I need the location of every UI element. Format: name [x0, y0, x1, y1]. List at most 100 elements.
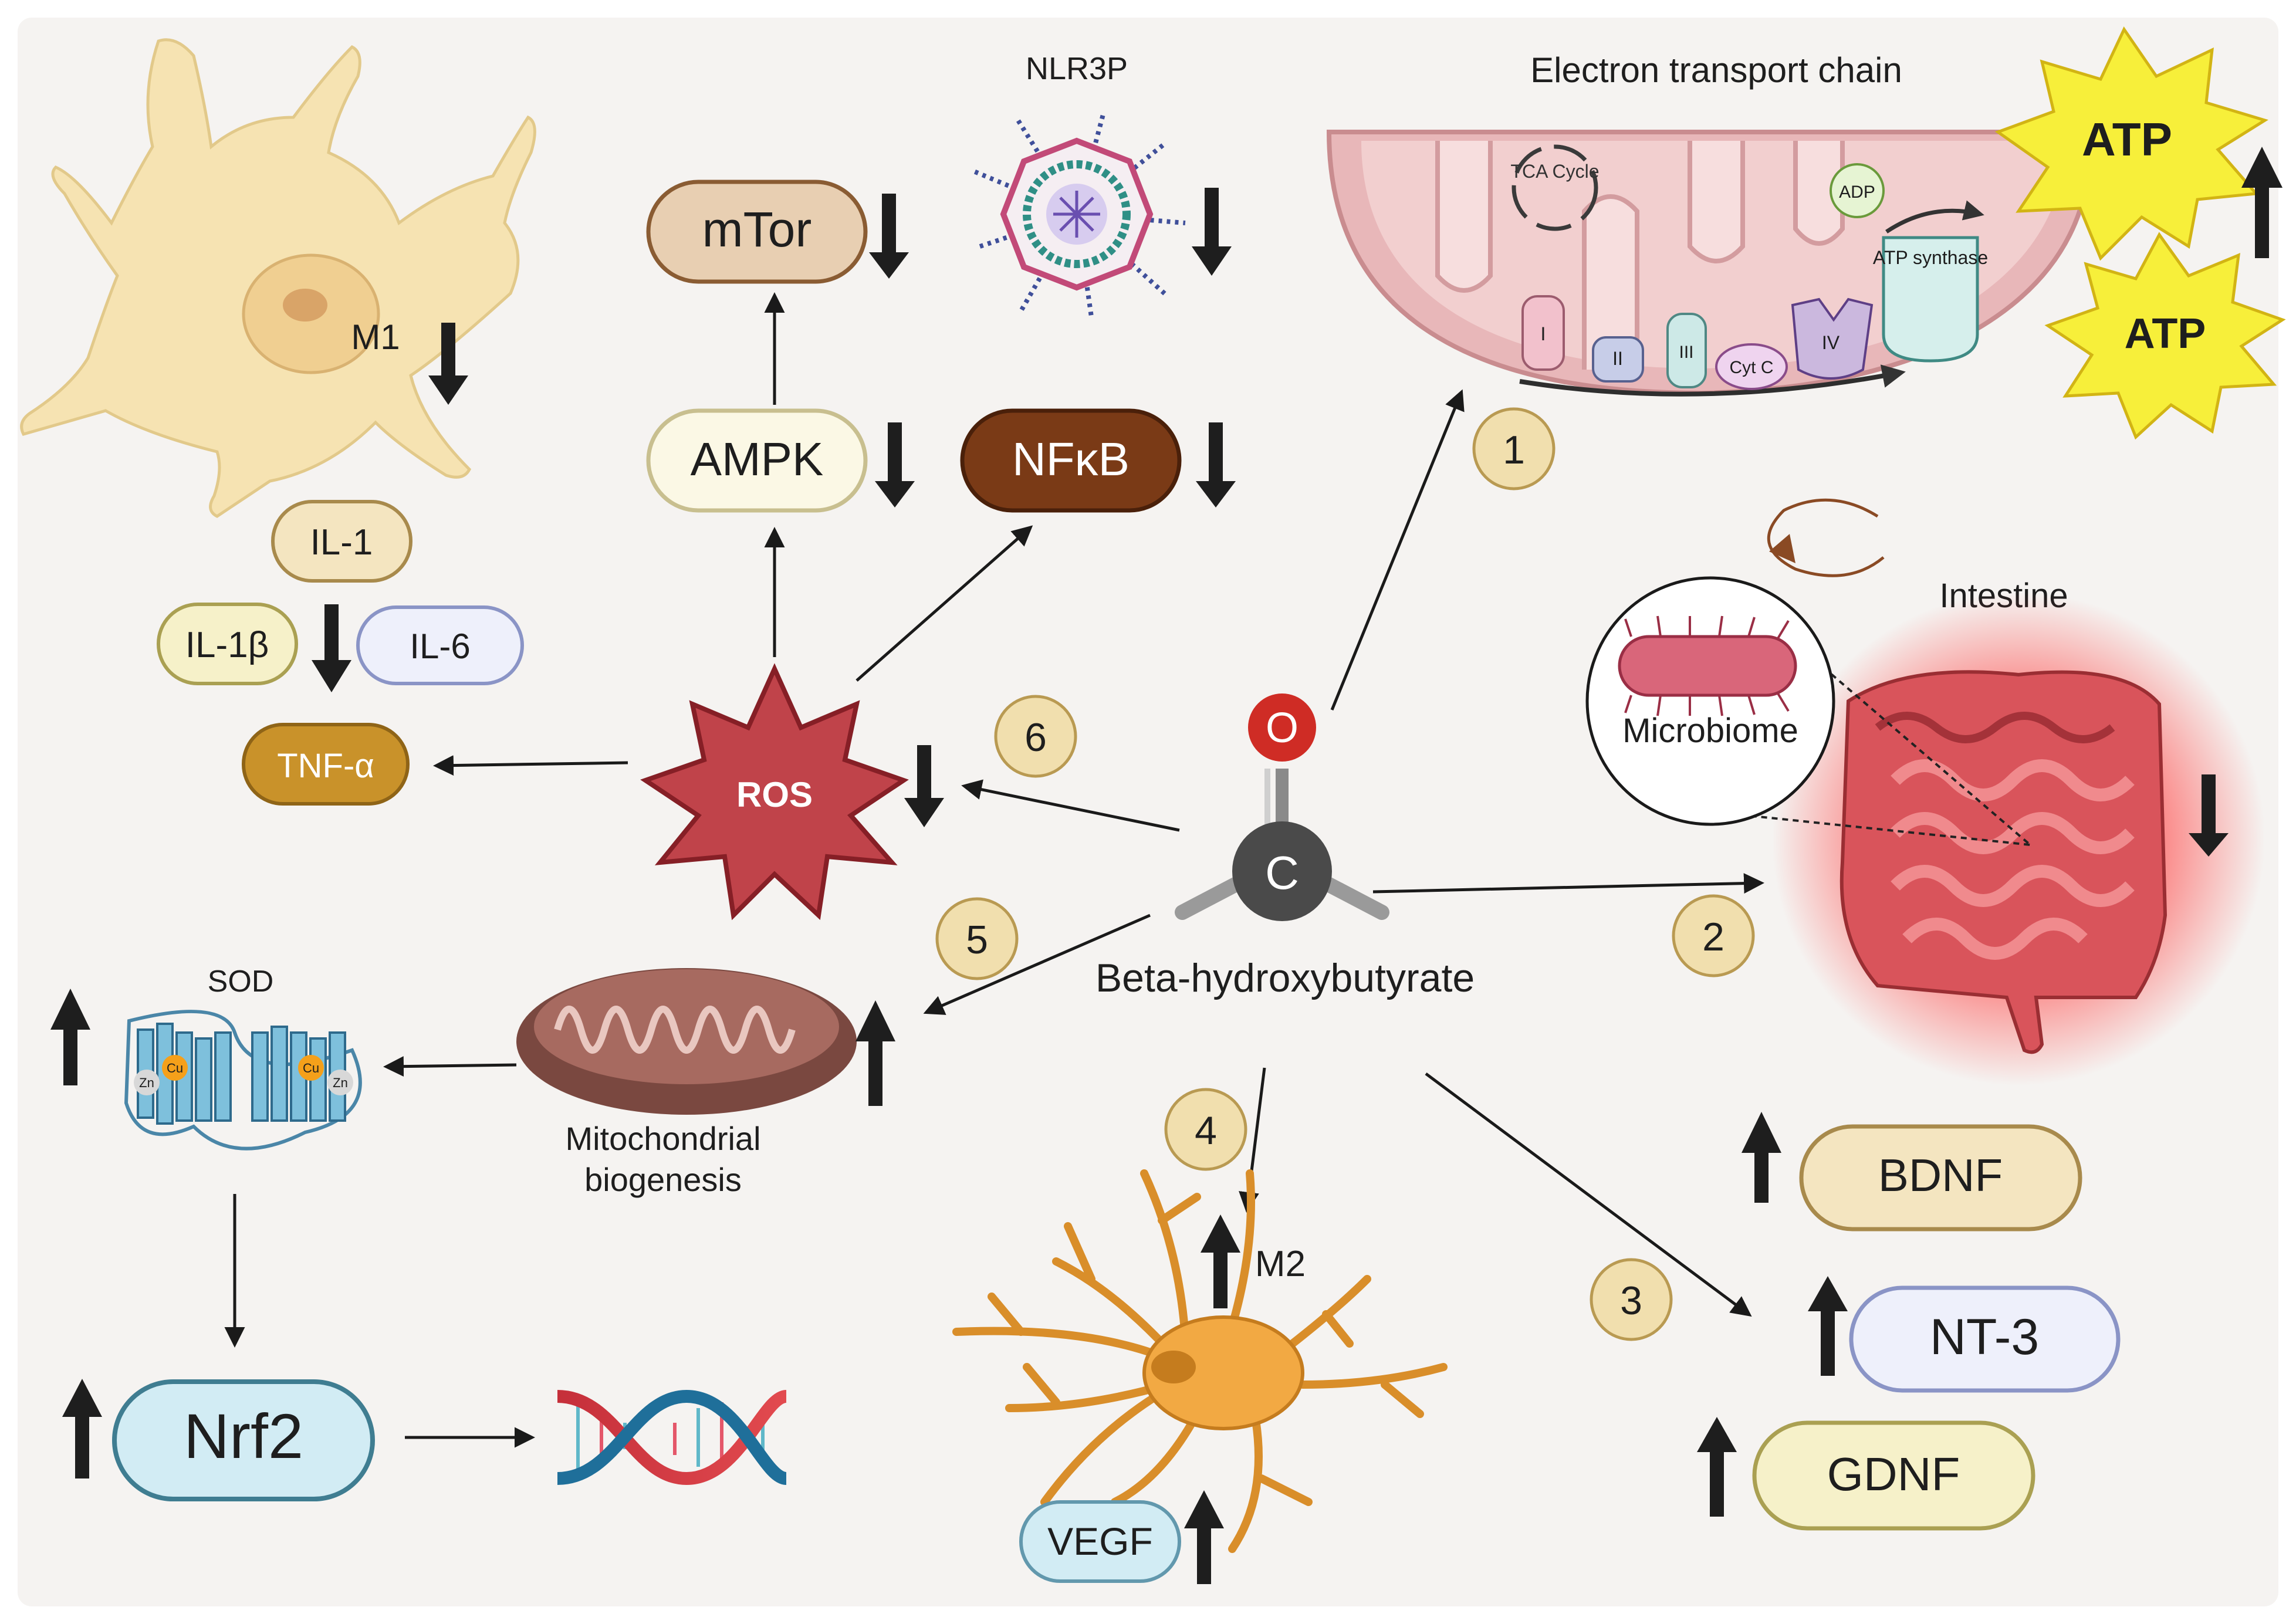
nrf2-label: Nrf2 [184, 1400, 303, 1471]
mito-label-1: Mitochondrial [565, 1120, 760, 1157]
complex-1-label: I [1541, 323, 1546, 344]
cu-label-left: Cu [167, 1061, 183, 1075]
step-1-label: 1 [1503, 428, 1525, 472]
sod-up-arrow [50, 989, 90, 1085]
complex-3 [1666, 313, 1707, 388]
adp-label: ADP [1839, 182, 1875, 202]
mito-label-2: biogenesis [584, 1161, 742, 1198]
neurotrophic-pills: BDNF NT-3 GDNF [1752, 1124, 2121, 1531]
oxygen-atom [1248, 693, 1316, 762]
arrow-ros-to-nfkb [855, 525, 1033, 682]
ampk-down-arrow [875, 422, 915, 508]
tca-cycle: TCA Cycle [1510, 144, 1600, 231]
step-2-label: 2 [1702, 915, 1724, 959]
m2-cell-body [1142, 1315, 1304, 1430]
adp-molecule [1830, 163, 1885, 218]
atp-star-1 [1994, 26, 2269, 261]
ros-down-arrow [904, 745, 944, 827]
il1-pill [271, 500, 412, 583]
gdnf-label: GDNF [1827, 1448, 1960, 1500]
sod-label: SOD [208, 965, 274, 999]
etc-up-arrow [2241, 147, 2283, 258]
m1-down-arrow [428, 323, 468, 405]
bdnf-label: BDNF [1878, 1149, 2003, 1201]
ampk-label: AMPK [691, 433, 824, 485]
nt3-pill [1849, 1285, 2121, 1393]
arrow-mito-to-sod [383, 1056, 517, 1077]
microbiome-label: Microbiome [1622, 712, 1798, 750]
m1-label: M1 [351, 317, 400, 357]
m2-label: M2 [1255, 1244, 1306, 1284]
neurotrophic-up-arrows [1697, 1112, 1848, 1517]
cytc-label: Cyt C [1730, 358, 1774, 377]
step-badge-5 [935, 897, 1019, 980]
mtor-label: mTor [702, 202, 812, 257]
complex-3-label: III [1679, 343, 1693, 362]
mtor-pill [646, 180, 868, 284]
nt3-label: NT-3 [1930, 1309, 2039, 1365]
m2-nucleus [1151, 1351, 1196, 1383]
arrow-to-ros [961, 779, 1180, 832]
pathway-arrows [224, 292, 1764, 1448]
gdnf-pill [1752, 1420, 2035, 1531]
vegf-pill [1019, 1500, 1181, 1583]
step-6-label: 6 [1024, 715, 1047, 760]
cytochrome-c [1715, 343, 1788, 390]
bhb-molecule: O C [1175, 693, 1389, 921]
atp-synthase [1882, 236, 1979, 363]
step-badge-6 [994, 695, 1077, 778]
tca-label: TCA Cycle [1510, 161, 1599, 182]
cu-label-right: Cu [303, 1061, 319, 1075]
tnfa-pill [242, 723, 410, 806]
ampk-pill [646, 408, 868, 513]
il1b-label: IL-1β [185, 625, 269, 665]
carbon-atom [1232, 821, 1332, 921]
atp-star-2 [2044, 232, 2286, 440]
atp-2-label: ATP [2125, 310, 2206, 357]
nlrp3-down-arrow [1192, 188, 1232, 276]
il1b-pill [157, 603, 298, 685]
background-panel [18, 18, 2278, 1606]
tnfa-label: TNF-α [277, 747, 374, 785]
sod-protein: Cu Zn Cu Zn [124, 1010, 362, 1151]
zn-label-left: Zn [139, 1075, 154, 1090]
m2-up-arrow [1201, 1214, 1240, 1308]
complex-2-label: II [1612, 348, 1623, 369]
nrf2-pill [112, 1379, 375, 1501]
intestine [1772, 593, 2265, 1085]
bdnf-pill [1799, 1124, 2082, 1231]
intestine-down-arrow [2189, 774, 2229, 857]
step-badge-4 [1164, 1088, 1247, 1171]
nlrp3-inflammasome [970, 113, 1186, 317]
atp-1-label: ATP [2082, 113, 2172, 165]
il1-label: IL-1 [310, 522, 373, 563]
step-badge-1 [1472, 407, 1556, 490]
complexes: I II III Cyt C IV ATP synthase ADP [1521, 163, 1988, 390]
bacterium [1618, 635, 1797, 697]
step-5-label: 5 [966, 918, 988, 962]
oxygen-label: O [1266, 705, 1299, 752]
vegf-up-arrow [1184, 1490, 1224, 1584]
microbiome-cycle-arrow [1767, 498, 1885, 577]
complex-4 [1791, 297, 1874, 380]
arrow-to-neurotrophic [1425, 1072, 1752, 1317]
microbiome-zoom: Microbiome [1585, 576, 1835, 826]
step-badge-3 [1590, 1258, 1673, 1341]
nrf2-up-arrow [62, 1379, 102, 1478]
dna-helix [557, 1389, 788, 1486]
ros-label: ROS [736, 775, 813, 814]
step-badge-2 [1672, 894, 1755, 977]
complex-4-label: IV [1822, 332, 1840, 353]
ros-star [640, 663, 909, 921]
cytokine-down-arrow [312, 604, 351, 692]
zn-label-right: Zn [333, 1075, 348, 1090]
step-3-label: 3 [1620, 1278, 1642, 1323]
arrow-to-etc [1330, 389, 1465, 710]
etc-title: Electron transport chain [1530, 50, 1902, 90]
step-4-label: 4 [1195, 1108, 1217, 1153]
nfkb-pill [960, 408, 1182, 513]
il6-label: IL-6 [410, 627, 470, 666]
mito-up-arrow [855, 1000, 895, 1106]
